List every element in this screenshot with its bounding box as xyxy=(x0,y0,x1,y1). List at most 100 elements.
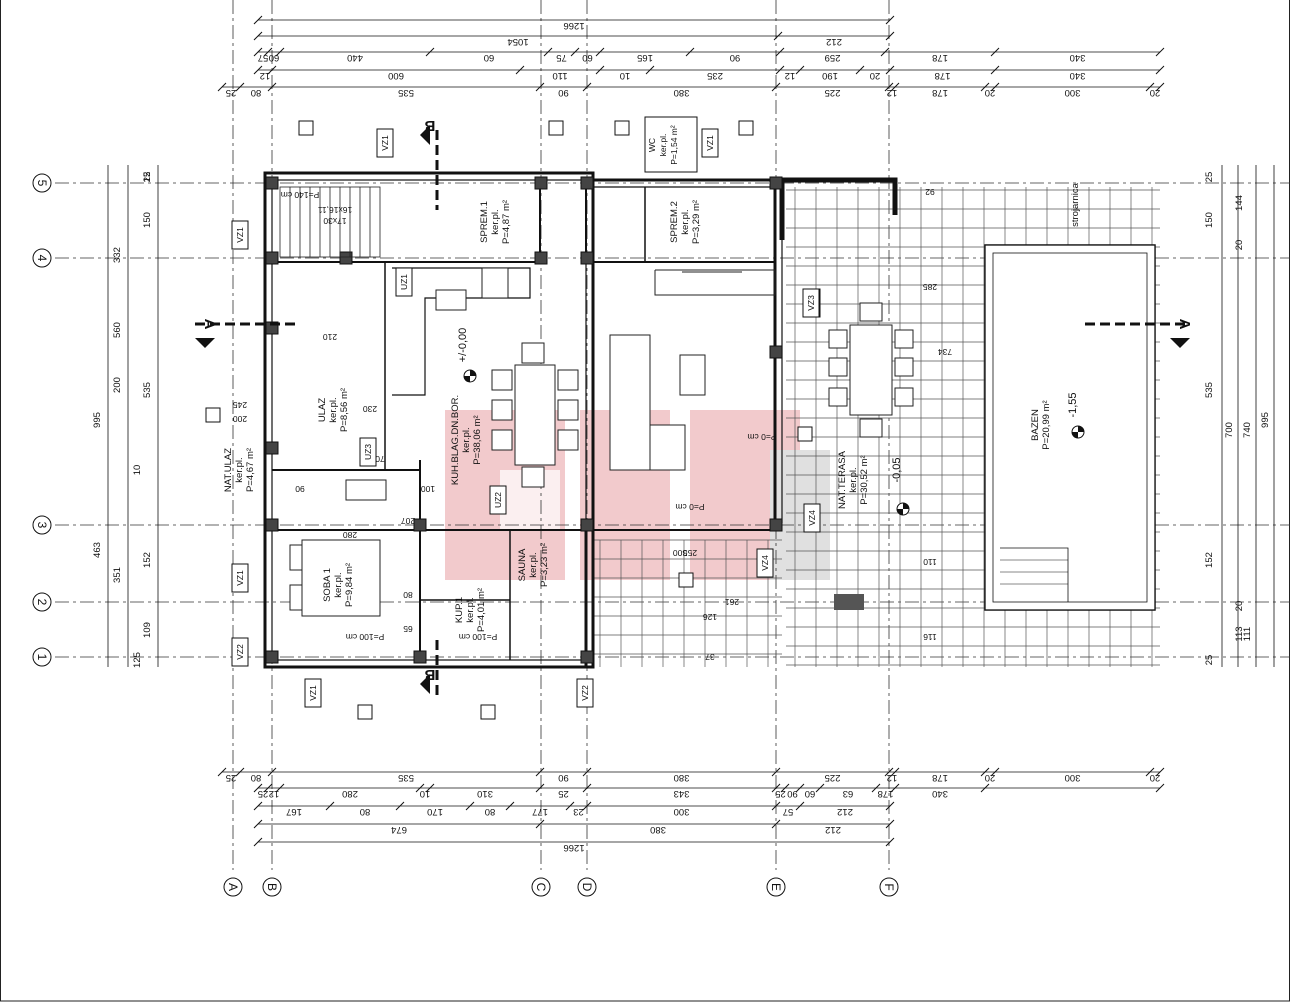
annotation-text: 70 xyxy=(375,454,385,464)
window-tag xyxy=(395,267,413,297)
dimension-value: 1266 xyxy=(563,20,584,31)
dimension-value: 20 xyxy=(870,70,881,81)
dimension-value: 20 xyxy=(1234,240,1245,251)
sill-marker xyxy=(738,120,754,136)
grid-row-label: 1 xyxy=(35,654,49,661)
annotation-text: 207 xyxy=(401,516,415,526)
grid-bubble-row xyxy=(32,592,52,612)
room-label: P=1,54 m² xyxy=(669,125,679,165)
column-square xyxy=(413,518,427,532)
room-label: SAUNA xyxy=(517,548,528,581)
dimension-value: 25 xyxy=(226,87,237,98)
dimension-value: 152 xyxy=(142,552,153,568)
dimension-value: 25 xyxy=(226,772,237,783)
column-square xyxy=(769,345,783,359)
dimension-value: 351 xyxy=(112,567,123,583)
dimension-value: 12 xyxy=(887,87,898,98)
dimension-value: 12 xyxy=(142,172,153,183)
room-label: P=4,67 m² xyxy=(245,448,256,492)
dimension-value: 259 xyxy=(825,52,841,63)
dimension-value: 200 xyxy=(112,377,123,393)
dimension-value: 20 xyxy=(1234,601,1245,612)
window-tag xyxy=(359,437,377,467)
grid-col-label: E xyxy=(769,883,783,891)
room-label: ker.pl. xyxy=(490,209,501,234)
room-label: strojarnica xyxy=(1070,182,1081,227)
dimension-value: 80 xyxy=(360,806,371,817)
level-mark: -0,05 xyxy=(891,457,903,482)
dimension-value: 60 xyxy=(582,52,593,63)
grid-bubble-col xyxy=(766,877,786,897)
column-square xyxy=(265,251,279,265)
dimension-value: 60 xyxy=(269,52,280,63)
window-tag-label: VZ1 xyxy=(235,227,245,243)
dimension-value: 90 xyxy=(787,788,798,799)
window-tag xyxy=(231,637,249,667)
dimension-value: 125 xyxy=(132,652,143,668)
window-tag-label: UZ3 xyxy=(363,444,373,460)
sill-marker xyxy=(797,426,813,442)
window-tag xyxy=(231,563,249,593)
grid-bubble-row xyxy=(32,173,52,193)
dimension-value: 463 xyxy=(92,542,103,558)
grid-bubble-col xyxy=(262,877,282,897)
annotation-text: 300 xyxy=(673,548,687,558)
room-label: NAT.TERASA xyxy=(837,450,848,509)
room-label: KUP.1 xyxy=(454,597,465,623)
column-square xyxy=(534,176,548,190)
annotation-text: P=100 cm xyxy=(459,632,498,642)
dimension-value: 111 xyxy=(1242,627,1253,641)
room-label: ker.pl. xyxy=(461,427,472,452)
annotation-text: P=140 cm xyxy=(281,190,320,200)
dimension-value: 80 xyxy=(485,806,496,817)
column-square xyxy=(769,176,783,190)
room-label: P=9,84 m² xyxy=(344,563,355,607)
grid-bubble-col xyxy=(879,877,899,897)
sill-marker xyxy=(357,704,373,720)
dimension-value: 995 xyxy=(1260,412,1271,428)
drain-grate xyxy=(834,594,864,610)
sill-marker xyxy=(205,407,221,423)
dimension-value: 1266 xyxy=(563,842,584,853)
room-label: P=20,99 m² xyxy=(1041,400,1052,449)
dimension-value: 113 xyxy=(1234,626,1245,641)
dimension-value: 177 xyxy=(532,806,548,817)
dimension-value: 300 xyxy=(1065,87,1081,98)
annotation-text: 65 xyxy=(403,624,413,634)
dimension-value: 212 xyxy=(837,806,853,817)
dimension-value: 178 xyxy=(932,772,948,783)
room-label: ker.pl. xyxy=(680,209,691,234)
dimension-value: 10 xyxy=(620,70,631,81)
grid-col-label: C xyxy=(534,883,548,892)
annotation-text: P=0 cm xyxy=(747,432,776,442)
window-tag-label: VZ3 xyxy=(806,295,816,311)
dimension-value: 20 xyxy=(1150,772,1161,783)
room-label: ker.pl. xyxy=(234,457,245,482)
column-square xyxy=(339,251,353,265)
dimension-value: 440 xyxy=(347,52,363,63)
dimension-value: 225 xyxy=(825,772,841,783)
section-arrow xyxy=(195,338,215,348)
window-tag-label: UZ1 xyxy=(399,274,409,290)
grid-col-label: B xyxy=(265,883,279,891)
grid-bubble-col xyxy=(577,877,597,897)
dimension-value: 20 xyxy=(985,87,996,98)
dimension-value: 340 xyxy=(932,788,948,799)
window-tag-label: VZ4 xyxy=(807,510,817,526)
grid-bubble-row xyxy=(32,647,52,667)
window-tag-label: VZ2 xyxy=(580,685,590,701)
section-label: A xyxy=(201,319,218,330)
window-tag-label: VZ1 xyxy=(308,685,318,701)
dimension-value: 340 xyxy=(1070,52,1086,63)
dimension-value: 178 xyxy=(932,52,948,63)
column-square xyxy=(534,251,548,265)
dimension-value: 12 xyxy=(887,772,898,783)
annotation-text: 285 xyxy=(923,282,937,292)
window-tag xyxy=(231,220,249,250)
column-square xyxy=(265,650,279,664)
window-tag-label: VZ2 xyxy=(235,644,245,660)
window-tag xyxy=(701,128,719,158)
dimension-value: 23 xyxy=(573,806,584,817)
dimension-value: 25 xyxy=(775,788,786,799)
